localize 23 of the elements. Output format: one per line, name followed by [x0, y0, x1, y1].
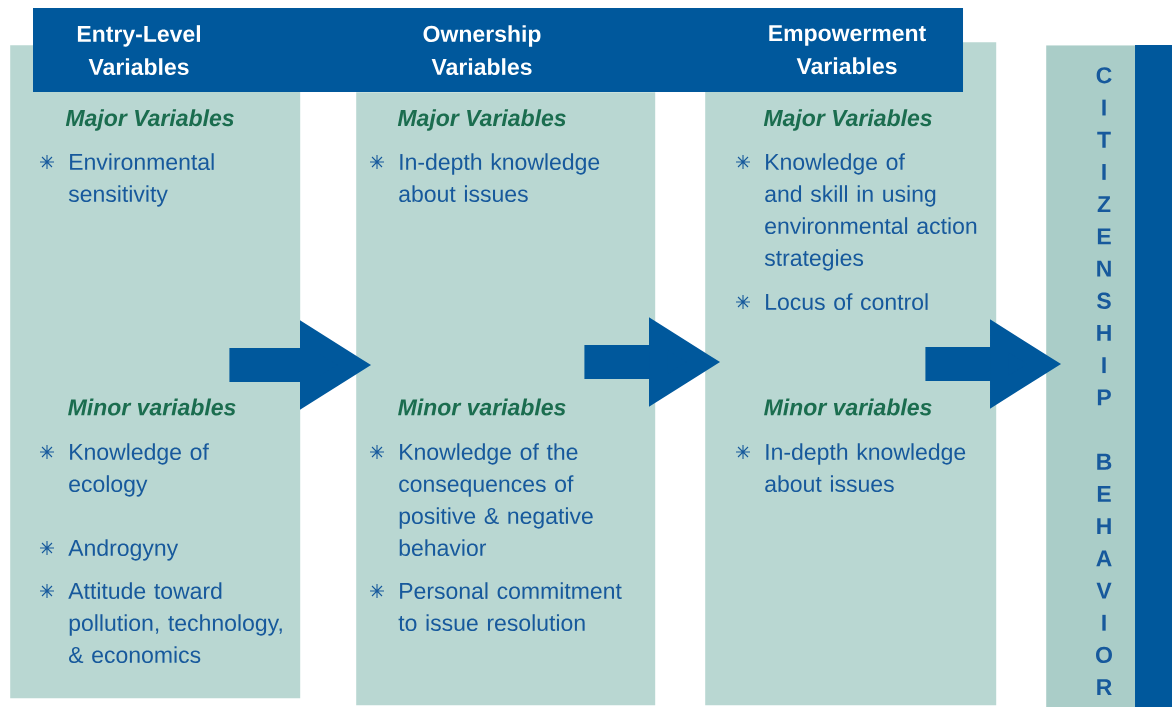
list-item: Locus of control	[766, 293, 928, 311]
column-panel	[10, 45, 301, 699]
list-item: Attitude toward pollution, technology, & economics	[68, 582, 282, 664]
header-text: Empowerment Variables	[769, 25, 926, 75]
column-panel	[1046, 45, 1172, 707]
vertical-title: CITIZENSHIP BEHAVIOR	[1096, 67, 1112, 696]
column-panel	[356, 92, 656, 706]
section-heading: Minor variables	[68, 398, 236, 416]
section-heading: Minor variables	[764, 398, 932, 416]
list-item: In-depth knowledge about issues	[399, 153, 600, 203]
header-text: Entry-Level Variables	[77, 25, 200, 76]
header-text: Ownership Variables	[423, 25, 541, 76]
section-heading: Major Variables	[763, 109, 932, 131]
list-item: In-depth knowledge about issues	[765, 443, 966, 493]
list-item: Knowledge of ecology	[69, 443, 209, 497]
list-item: Environmental sensitivity	[68, 153, 214, 207]
section-heading: Major Variables	[397, 109, 566, 131]
section-heading: Major Variables	[65, 109, 234, 131]
list-item: Personal commitment to issue resolution	[398, 582, 622, 632]
section-heading: Minor variables	[398, 398, 566, 416]
list-item: Knowledge of and skill in using environmental action strategies	[764, 153, 977, 271]
list-item: Androgyny	[68, 539, 179, 561]
list-item: Knowledge of the consequences of positive & negative behavior	[399, 443, 593, 557]
